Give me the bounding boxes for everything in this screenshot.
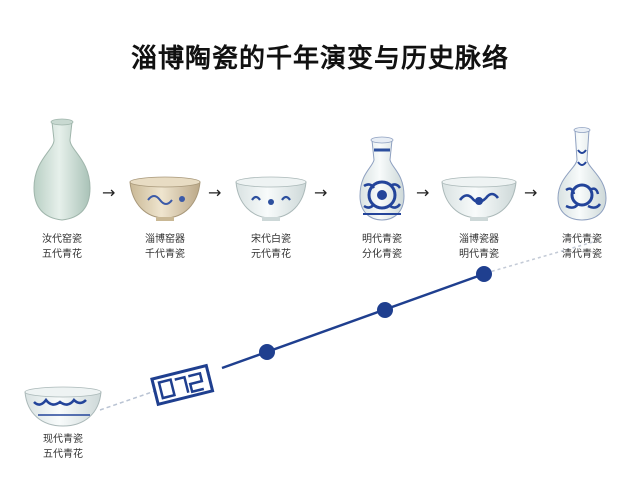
item-label-line2: 明代青瓷: [459, 249, 499, 260]
tan-bowl: [129, 176, 201, 221]
timeline-node-icon: [259, 344, 275, 360]
item-label-line2: 元代青花: [251, 249, 291, 260]
item-label: 明代青瓷 分化青瓷: [337, 232, 427, 262]
item-label: 宋代白瓷 元代青花: [226, 232, 316, 262]
blue-white-bowl-bottom: [24, 386, 102, 427]
arrow-right-icon: →: [314, 183, 328, 202]
blue-white-vase: [359, 136, 405, 221]
page-title: 淄博陶瓷的千年演变与历史脉络: [130, 44, 509, 74]
celadon-vase: [33, 118, 91, 221]
item-label: 淄博窑器 千代青瓷: [120, 232, 210, 262]
white-bowl: [235, 176, 307, 221]
item-label: 现代青瓷 五代青花: [18, 432, 108, 462]
item-label-line2: 清代青瓷: [562, 249, 602, 260]
tall-blue-vase: [557, 127, 607, 221]
item-label-line2: 千代青瓷: [145, 249, 185, 260]
arrow-right-icon: →: [208, 183, 222, 202]
item-label-line1: 明代青瓷: [362, 234, 402, 245]
item-label-line1: 淄博瓷器: [459, 234, 499, 245]
arrow-right-icon: →: [524, 183, 538, 202]
item-label-line1: 汝代窑瓷: [42, 234, 82, 245]
item-label-line2: 五代青花: [43, 449, 83, 460]
item-label-line2: 分化青瓷: [362, 249, 402, 260]
item-label-line1: 现代青瓷: [43, 434, 83, 445]
seal-stamp: [150, 363, 215, 407]
item-label-line1: 淄博窑器: [145, 234, 185, 245]
arrow-right-icon: →: [416, 183, 430, 202]
item-label: 清代青瓷 清代青瓷: [537, 232, 627, 262]
item-label: 淄博瓷器 明代青瓷: [434, 232, 524, 262]
timeline-node-icon: [377, 302, 393, 318]
item-label-line1: 宋代白瓷: [251, 234, 291, 245]
arrow-right-icon: →: [102, 183, 116, 202]
item-label-line1: 清代青瓷: [562, 234, 602, 245]
item-label: 汝代窑瓷 五代青花: [17, 232, 107, 262]
timeline-node-icon: [476, 266, 492, 282]
item-label-line2: 五代青花: [42, 249, 82, 260]
blue-floral-bowl: [441, 176, 517, 221]
